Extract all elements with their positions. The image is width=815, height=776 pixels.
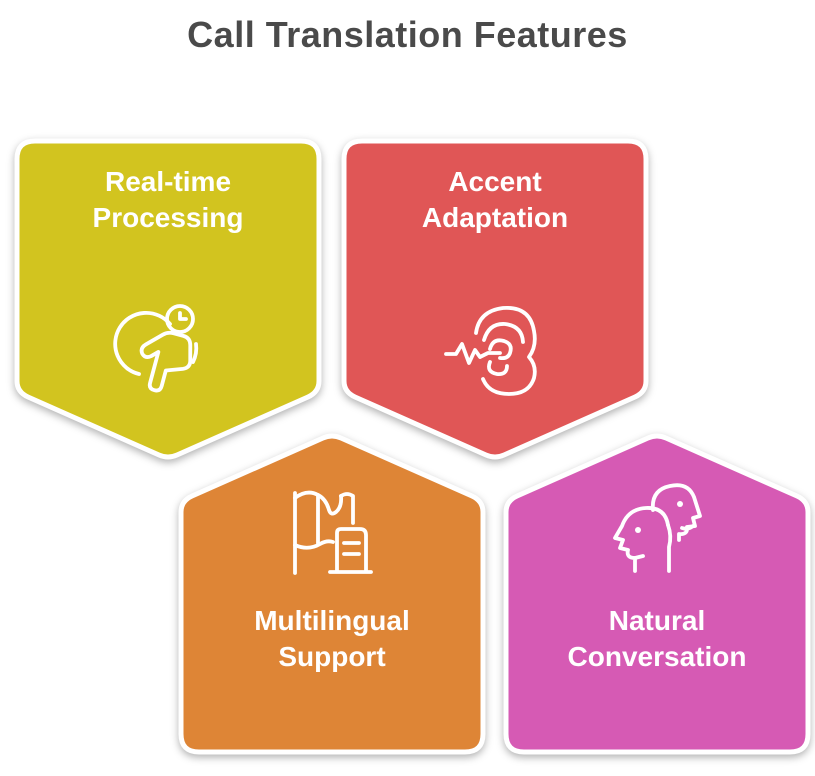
card-accent-adaptation: Accent Adaptation bbox=[339, 136, 651, 468]
pennant-up-shape bbox=[503, 433, 811, 755]
card-real-time-processing: Real-time Processing bbox=[12, 136, 324, 468]
card-label: Accent Adaptation bbox=[421, 166, 569, 233]
two-profile-heads-icon bbox=[607, 477, 707, 577]
card-shape bbox=[178, 433, 486, 755]
pennant-down-shape bbox=[341, 138, 649, 460]
ear-listening-icon bbox=[443, 300, 543, 400]
flag-map-icon bbox=[280, 483, 380, 583]
card-multilingual-support: Multilingual Support bbox=[176, 425, 488, 757]
card-shape bbox=[341, 138, 649, 460]
tap-clock-icon bbox=[112, 302, 212, 402]
card-label: Natural Conversation bbox=[567, 605, 747, 672]
card-shape bbox=[503, 433, 811, 755]
card-shape bbox=[14, 138, 322, 460]
page-title: Call Translation Features bbox=[187, 14, 628, 55]
card-natural-conversation: Natural Conversation bbox=[501, 425, 813, 757]
card-label: Real-time Processing bbox=[92, 166, 244, 233]
card-label: Multilingual Support bbox=[254, 605, 410, 672]
pennant-up-shape bbox=[178, 433, 486, 755]
pennant-down-shape bbox=[14, 138, 322, 460]
